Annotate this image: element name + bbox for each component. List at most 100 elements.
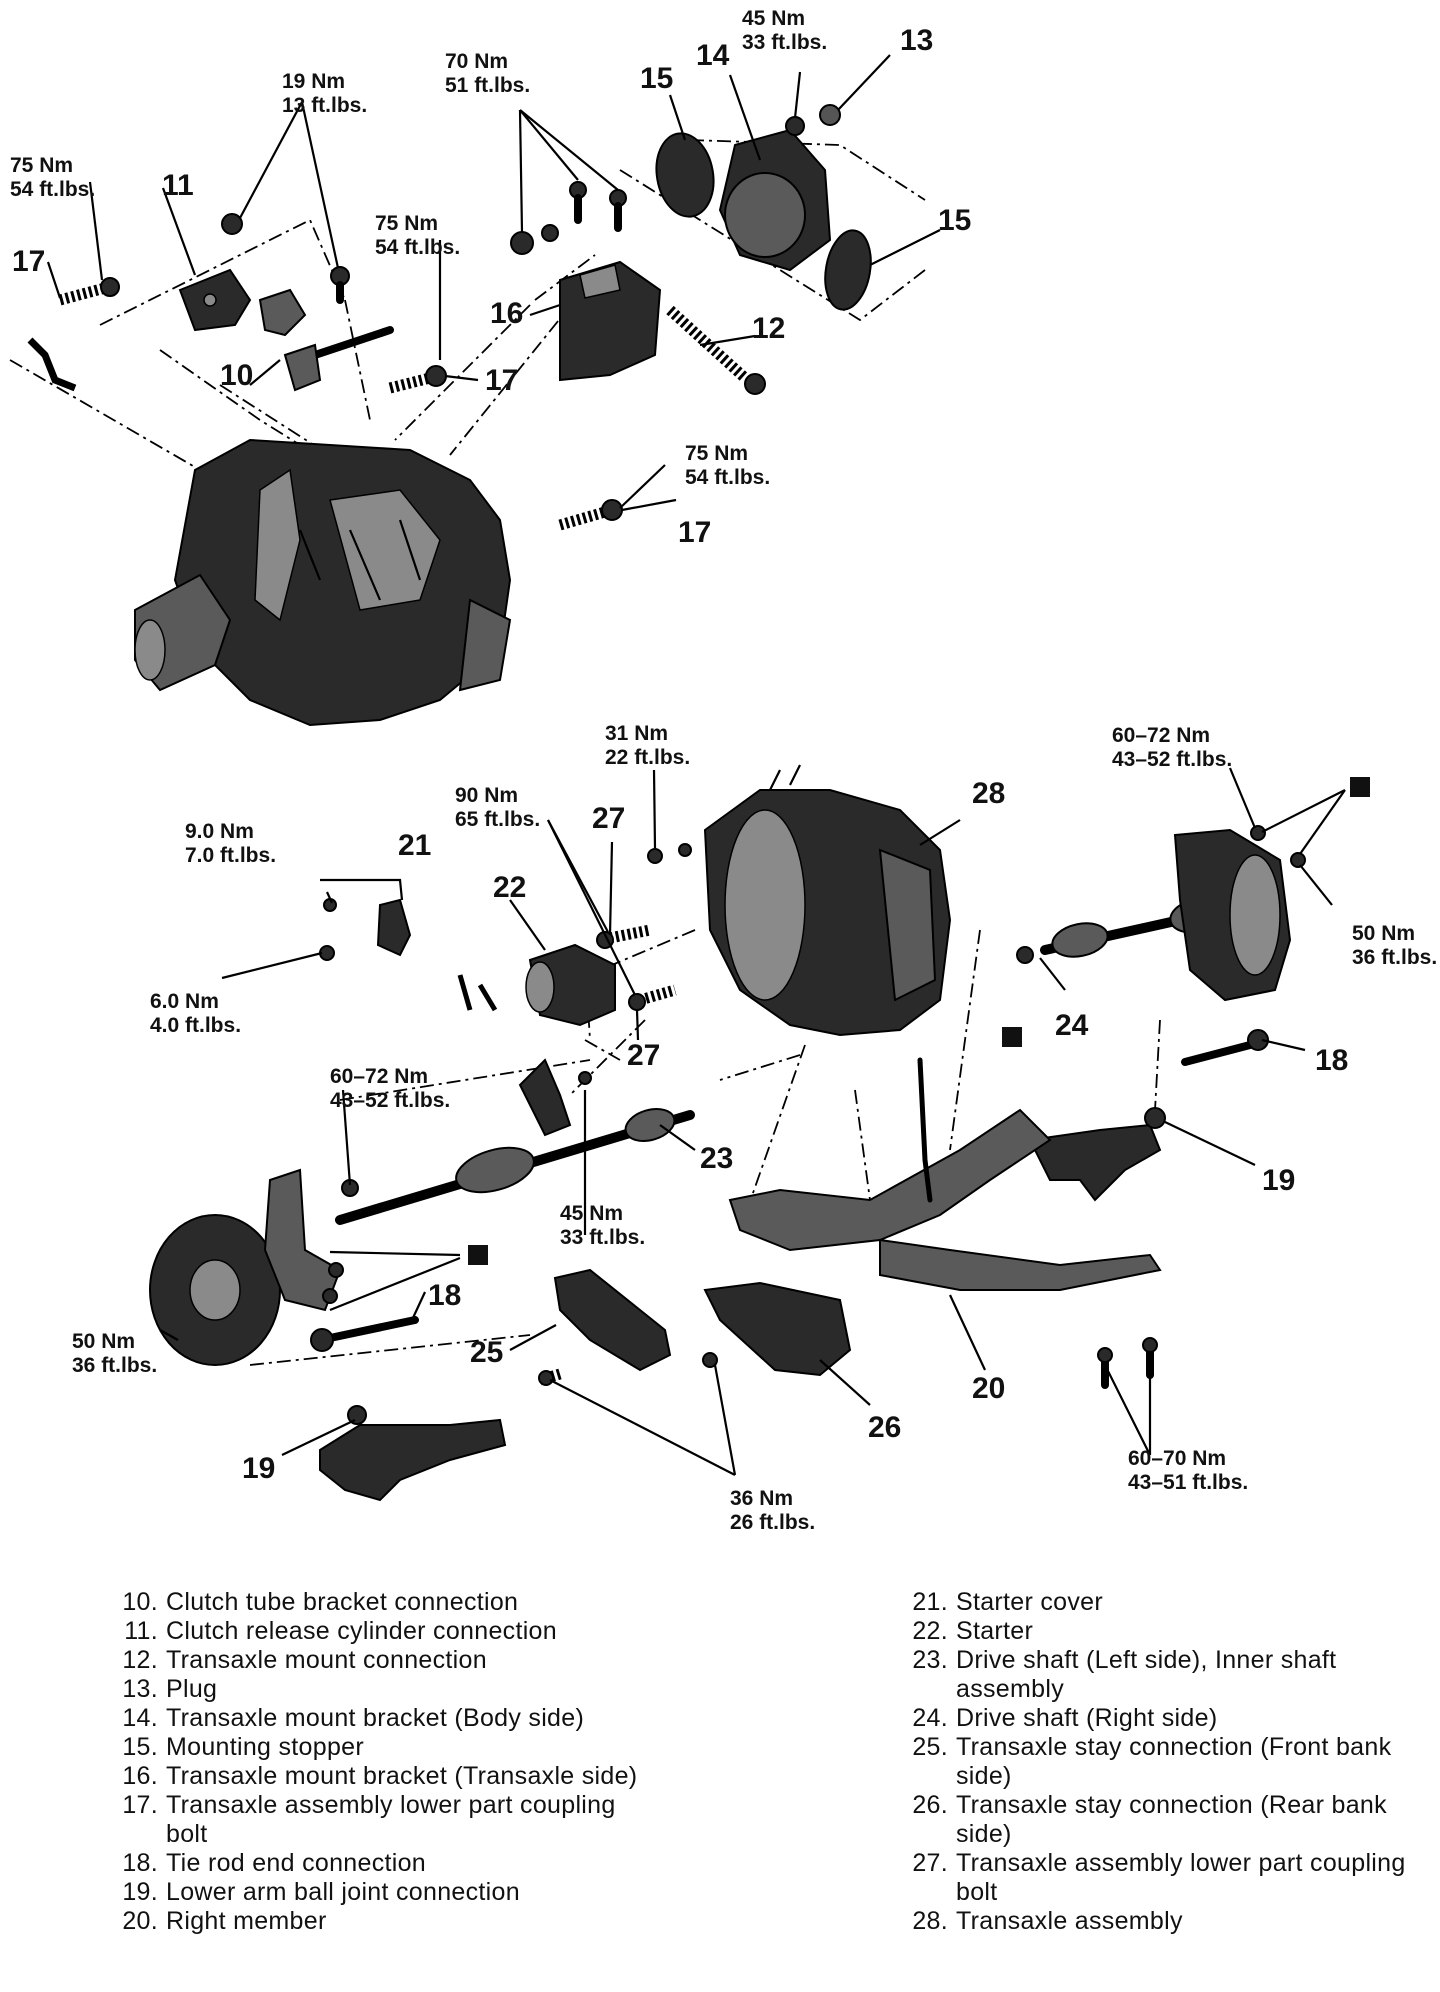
legend-label: Transaxle stay connection (Rear bank sid… (956, 1791, 1387, 1848)
ref-marker-box-a (1350, 777, 1370, 797)
lower-assembly (149, 764, 1370, 1502)
legend-item: 23.Drive shaft (Left side), Inner shaft … (900, 1646, 1432, 1704)
ref-marker-box-c (468, 1245, 488, 1265)
legend-number: 10. (122, 1588, 158, 1616)
legend-item: 17.Transaxle assembly lower part couplin… (110, 1791, 660, 1849)
transaxle-stay-front (538, 1268, 672, 1386)
legend-label: Drive shaft (Left side), Inner shaft ass… (956, 1646, 1337, 1703)
legend-item: 27.Transaxle assembly lower part couplin… (900, 1849, 1432, 1907)
legend-column-right: 21.Starter cover 22.Starter 23.Drive sha… (900, 1588, 1432, 1936)
legend-label: Clutch tube bracket connection (166, 1588, 519, 1616)
legend-number: 19. (122, 1878, 158, 1906)
legend-item: 16. Transaxle mount bracket (Transaxle si… (110, 1762, 660, 1791)
legend-item: 26. Transaxle stay connection (Rear bank … (900, 1791, 1432, 1849)
callout-10: 10 (220, 359, 253, 392)
bolt-31nm (647, 848, 663, 864)
legend-column-left: 10.Clutch tube bracket connection 11.Clu… (110, 1588, 660, 1936)
legend-number: 22. (912, 1617, 948, 1645)
legend-number: 16. (122, 1762, 158, 1790)
transaxle-assembly (703, 764, 952, 1037)
legend-item: 10. Clutch tube bracket connection (110, 1588, 660, 1617)
legend-number: 26. (912, 1791, 948, 1819)
callout-17-right: 17 (678, 516, 711, 549)
exploded-view-diagram: 10 11 12 13 14 15 15 16 17 17 17 18 18 1… (9, 7, 1437, 1534)
callout-13: 13 (900, 24, 933, 57)
transaxle-body-upper (134, 438, 512, 727)
legend-item: 20.Right member (110, 1907, 660, 1936)
legend-number: 13. (122, 1675, 158, 1703)
legend-number: 24. (912, 1704, 948, 1732)
upper-assembly (9, 54, 941, 727)
bolt-17-mid (388, 365, 447, 394)
ref-marker-box-b (1002, 1027, 1022, 1047)
legend-label: Mounting stopper (166, 1733, 364, 1761)
legend-label: Right member (166, 1907, 327, 1935)
legend-item: 24.Drive shaft (Right side) (900, 1704, 1432, 1733)
callout-15-right: 15 (938, 204, 971, 237)
clutch-release-cylinder (178, 268, 307, 337)
legend-number: 15. (122, 1733, 158, 1761)
clutch-tube-bracket (283, 326, 394, 392)
legend-number: 25. (912, 1733, 948, 1761)
lower-arm-left (319, 1405, 507, 1502)
legend-item: 12.Transaxle mount connection (110, 1646, 660, 1675)
legend-label: Clutch release cylinder connection (166, 1617, 557, 1645)
legend-number: 12. (122, 1646, 158, 1674)
bolt-27-lower (628, 984, 677, 1011)
lower-leader-lines (159, 767, 1346, 1476)
callout-28: 28 (972, 777, 1005, 810)
callout-27-lower: 27 (627, 1039, 660, 1072)
mount-bolt-12 (666, 305, 766, 395)
callout-16: 16 (490, 297, 523, 330)
callout-18-right: 18 (1315, 1044, 1348, 1077)
legend-label: Lower arm ball joint connection (166, 1878, 520, 1906)
mount-bracket-transaxle-side (510, 181, 662, 382)
callout-23: 23 (700, 1142, 733, 1175)
clutch-pipe (27, 337, 77, 392)
callout-24: 24 (1055, 1009, 1089, 1042)
callout-27-upper: 27 (592, 802, 625, 835)
mounting-stopper-left (655, 132, 715, 218)
legend-label: Plug (166, 1675, 218, 1703)
callout-14: 14 (696, 39, 730, 72)
legend-label: Transaxle assembly (956, 1907, 1183, 1935)
callout-20: 20 (972, 1372, 1005, 1405)
legend-number: 17. (122, 1791, 158, 1819)
callout-numbers: 10 11 12 13 14 15 15 16 17 17 17 18 18 1… (12, 24, 1348, 1485)
legend-number: 28. (912, 1907, 948, 1935)
legend-label: Transaxle mount bracket (Transaxle side) (166, 1762, 638, 1790)
legend-item: 25. Transaxle stay connection (Front bank… (900, 1733, 1432, 1791)
callout-22: 22 (493, 871, 526, 904)
bolt-17-left (58, 277, 120, 306)
legend-item: 22.Starter (900, 1617, 1432, 1646)
mount-bracket-body-side (718, 104, 841, 272)
callout-18-left: 18 (428, 1279, 461, 1312)
bolt-31nm-b (678, 843, 692, 857)
parts-legend: 10.Clutch tube bracket connection 11.Clu… (0, 1588, 1440, 1988)
legend-label: Starter cover (956, 1588, 1104, 1616)
tie-rod-end-right (1181, 1029, 1269, 1066)
legend-item: 18.Tie rod end connection (110, 1849, 660, 1878)
tie-rod-end-left (310, 1316, 419, 1352)
upper-leader-lines (46, 54, 941, 512)
callout-15-top: 15 (640, 62, 673, 95)
callout-26: 26 (868, 1411, 901, 1444)
callout-25: 25 (470, 1336, 503, 1369)
bolt-17-right (558, 499, 623, 531)
legend-label: Transaxle stay connection (Front bank si… (956, 1733, 1392, 1790)
callout-19-right: 19 (1262, 1164, 1295, 1197)
callout-19-left: 19 (242, 1452, 275, 1485)
